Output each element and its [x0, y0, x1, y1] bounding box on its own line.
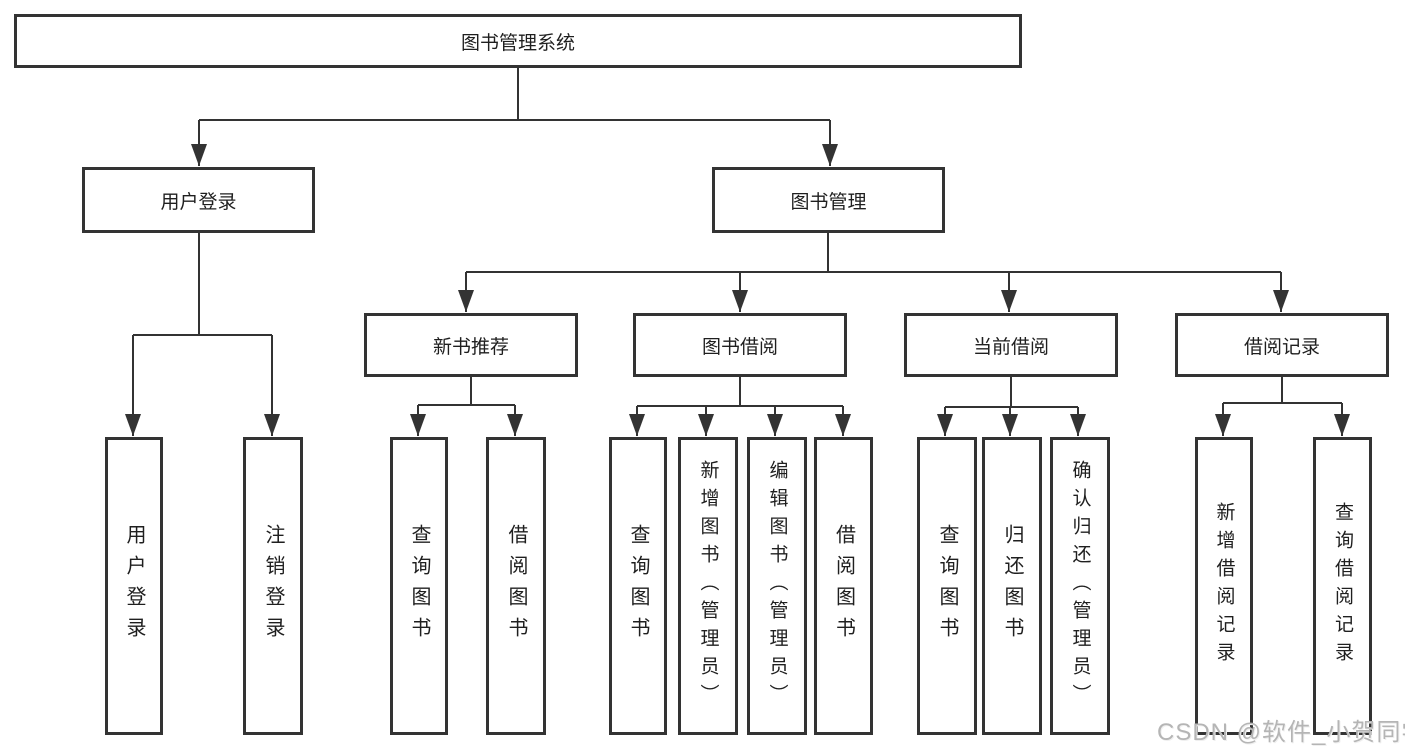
leaf-label: 查询借阅记录	[1332, 502, 1353, 670]
leaf-borrow-books-2: 借阅图书	[814, 437, 873, 735]
node-current-borrow: 当前借阅	[904, 313, 1118, 377]
leaf-query-books-3: 查询图书	[917, 437, 977, 735]
leaf-label: 归还图书	[1001, 524, 1023, 648]
node-book-management: 图书管理	[712, 167, 945, 233]
leaf-add-borrow-record: 新增借阅记录	[1195, 437, 1253, 735]
leaf-logout: 注销登录	[243, 437, 303, 735]
node-user-login: 用户登录	[82, 167, 315, 233]
leaf-query-books-1: 查询图书	[390, 437, 448, 735]
leaf-edit-books-admin: 编辑图书（管理员）	[747, 437, 807, 735]
leaf-add-books-admin: 新增图书（管理员）	[678, 437, 738, 735]
leaf-query-borrow-record: 查询借阅记录	[1313, 437, 1372, 735]
leaf-label: 确认归还（管理员）	[1069, 460, 1091, 712]
node-library-management-system: 图书管理系统	[14, 14, 1022, 68]
leaf-label: 编辑图书（管理员）	[766, 460, 788, 712]
leaf-label: 新增图书（管理员）	[697, 460, 719, 712]
leaf-label: 用户登录	[123, 524, 145, 648]
leaf-query-books-2: 查询图书	[609, 437, 667, 735]
leaf-label: 查询图书	[627, 524, 649, 648]
leaf-return-books: 归还图书	[982, 437, 1042, 735]
node-new-book-recommend: 新书推荐	[364, 313, 578, 377]
node-book-borrow: 图书借阅	[633, 313, 847, 377]
csdn-watermark: CSDN @软件_小贺同学	[1157, 719, 1405, 746]
leaf-borrow-books-1: 借阅图书	[486, 437, 546, 735]
node-borrow-records: 借阅记录	[1175, 313, 1389, 377]
leaf-label: 查询图书	[408, 524, 430, 648]
leaf-label: 查询图书	[936, 524, 958, 648]
leaf-user-login: 用户登录	[105, 437, 163, 735]
leaf-label: 借阅图书	[832, 524, 855, 648]
leaf-label: 新增借阅记录	[1213, 502, 1235, 670]
leaf-label: 注销登录	[262, 524, 284, 648]
leaf-label: 借阅图书	[505, 524, 527, 648]
leaf-confirm-return-admin: 确认归还（管理员）	[1050, 437, 1110, 735]
